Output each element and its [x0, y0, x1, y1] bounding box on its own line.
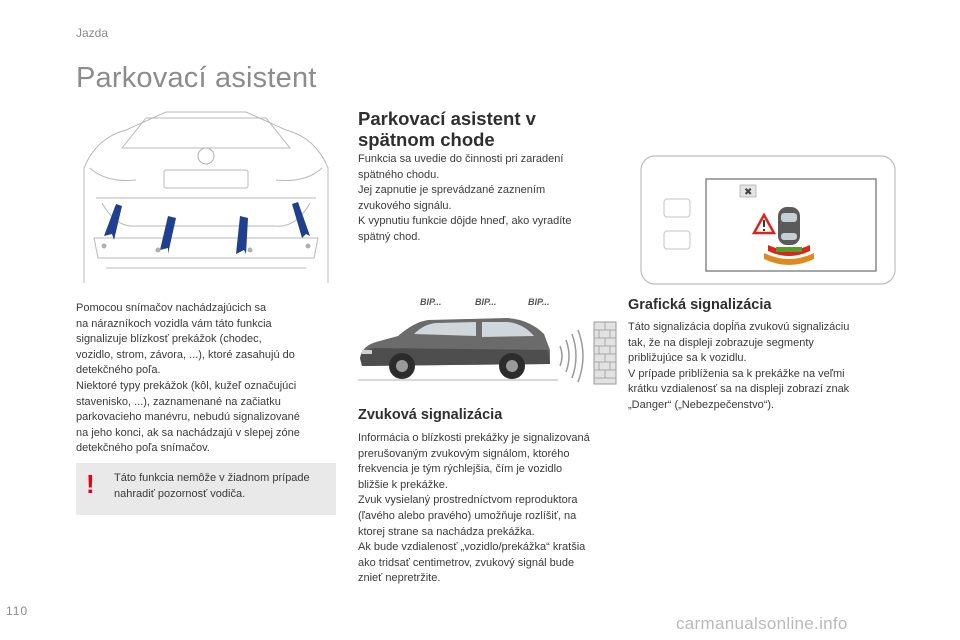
- sound-signal-heading: Zvuková signalizácia: [358, 407, 503, 423]
- text-line: Informácia o blízkosti prekážky je signa…: [358, 432, 590, 444]
- beep-label: BIP...: [420, 297, 441, 307]
- watermark: carmanualsonline.info: [676, 614, 848, 633]
- text-line: spätného chodu.: [358, 168, 440, 181]
- heading-line: Parkovací asistent v: [358, 108, 536, 129]
- warning-icon: !: [86, 469, 95, 499]
- text-line: Funkcia sa uvedie do činnosti pri zarade…: [358, 153, 564, 165]
- text-line: spätný chod.: [358, 230, 421, 243]
- text-line: prerušovaným zvukovým signálom, ktorého: [358, 447, 570, 460]
- section-heading-reverse: Parkovací asistent v spätnom chode: [358, 108, 618, 150]
- middle-body-text: Funkcia sa uvedie do činnosti pri zarade…: [358, 152, 628, 246]
- text-line: Táto signalizácia dopĺňa zvukovú signali…: [628, 321, 850, 333]
- heading-line: spätnom chode: [358, 129, 495, 150]
- text-line: zvukového signálu.: [358, 199, 452, 212]
- page-title: Parkovací asistent: [76, 62, 317, 94]
- text-line: „Danger“ („Nebezpečenstvo“).: [628, 398, 775, 411]
- graphic-signal-body: Táto signalizácia dopĺňa zvukovú signali…: [628, 320, 908, 414]
- text-line: nahradiť pozornosť vodiča.: [114, 488, 246, 500]
- beep-label: BIP...: [475, 297, 496, 307]
- text-line: Niektoré typy prekážok (kôl, kužeľ označ…: [76, 379, 297, 392]
- text-line: detekčného poľa snímačov.: [76, 442, 210, 455]
- text-line: vozidlo, strom, závora, ...), ktoré zasa…: [76, 348, 295, 361]
- close-icon: ✖: [744, 187, 752, 198]
- warning-box: ! Táto funkcia nemôže v žiadnom prípade …: [76, 463, 336, 515]
- text-line: tak, že na displeji zobrazuje segmenty: [628, 336, 814, 349]
- sound-signal-body: Informácia o blízkosti prekážky je signa…: [358, 431, 633, 587]
- sound-waves: [559, 329, 584, 383]
- car-top-view-icon: [778, 207, 800, 245]
- beep-label: BIP...: [528, 297, 549, 307]
- text-line: stavenisko, ...), zaznamenané na začiatk…: [76, 395, 281, 408]
- text-line: Zvuk vysielaný prostredníctvom reprodukt…: [358, 494, 578, 507]
- car-side-icon: [358, 318, 558, 381]
- car-reversing-illustration: BIP... BIP... BIP...: [358, 297, 617, 385]
- warning-text: Táto funkcia nemôže v žiadnom prípade na…: [114, 470, 334, 502]
- page-number: 110: [6, 604, 29, 618]
- text-line: krátku vzdialenosť sa na displeji zobraz…: [628, 383, 850, 396]
- graphic-signal-heading: Grafická signalizácia: [628, 297, 772, 313]
- text-line: bližšie k prekážke.: [358, 478, 448, 491]
- text-line: (ľavého alebo pravého) umožňuje rozlíšiť…: [358, 509, 577, 522]
- distance-segments: [764, 245, 814, 265]
- text-line: frekvencia je tým rýchlejšia, čím je voz…: [358, 463, 563, 476]
- text-line: na nárazníkoch vozidla vám táto funkcia: [76, 317, 272, 330]
- text-line: signalizuje blízkosť prekážok (chodec,: [76, 333, 262, 346]
- text-line: ako tridsať centimetrov, zvukový signál …: [358, 556, 575, 569]
- brick-wall: [593, 321, 617, 385]
- text-line: znieť nepretržite.: [358, 572, 441, 585]
- text-line: Pomocou snímačov nachádzajúcich sa: [76, 302, 267, 314]
- danger-triangle-icon: [751, 212, 777, 235]
- section-label: Jazda: [76, 26, 109, 40]
- text-line: K vypnutiu funkcie dôjde hneď, ako vyrad…: [358, 215, 572, 228]
- touchscreen-display-illustration: ✖: [640, 155, 896, 285]
- text-line: V prípade priblíženia sa k prekážke na v…: [628, 367, 845, 380]
- left-body-text: Pomocou snímačov nachádzajúcich sa na ná…: [76, 301, 346, 457]
- text-line: na jeho konci, ak sa nachádzajú v slepej…: [76, 426, 300, 439]
- car-rear-sensors-illustration: [76, 108, 336, 288]
- text-line: približujúce sa k vozidlu.: [628, 352, 747, 365]
- text-line: parkovacieho manévru, nebudú signalizova…: [76, 411, 300, 424]
- sensor-arrows: [104, 202, 310, 254]
- text-line: Ak bude vzdialenosť „vozidlo/prekážka“ k…: [358, 541, 586, 554]
- text-line: Táto funkcia nemôže v žiadnom prípade: [114, 472, 310, 484]
- text-line: ktorej strane sa nachádza prekážka.: [358, 525, 535, 538]
- text-line: Jej zapnutie je sprevádzané zaznením: [358, 184, 546, 197]
- text-line: detekčného poľa.: [76, 364, 161, 377]
